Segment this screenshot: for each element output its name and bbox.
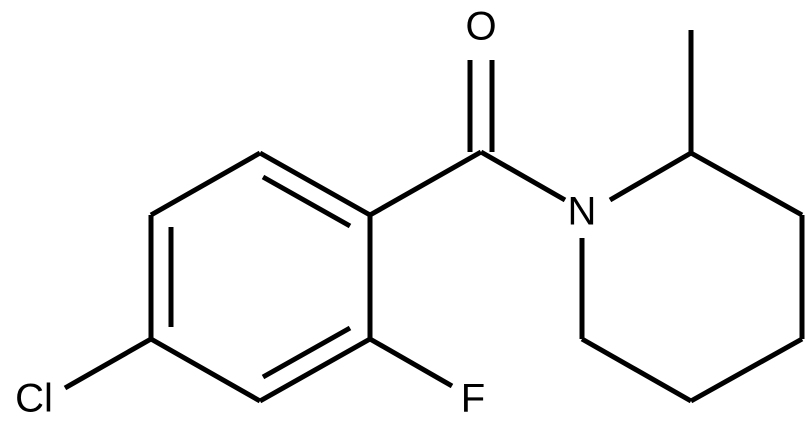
bond-chlorine (63, 336, 153, 391)
atom-label-oxygen: O (465, 5, 496, 49)
bond-c5-c6 (580, 336, 693, 404)
atom-label-chlorine: Cl (15, 377, 53, 421)
bond-c2-c3 (689, 150, 804, 218)
bond-ring-inner-2 (261, 325, 352, 380)
bond-ring-c3-c4 (258, 336, 372, 404)
bond-c4-c5 (689, 336, 804, 404)
bond-aryl-carbonyl (368, 149, 483, 218)
bond-n-c2 (608, 150, 693, 203)
bond-carbonyl-nitrogen (479, 149, 567, 203)
bond-ring-c6-c1 (149, 150, 262, 218)
bond-ring-c1-c2 (258, 150, 372, 218)
bond-ring-c4-c5 (149, 336, 262, 404)
bond-ring-inner-1 (261, 174, 352, 229)
atom-label-fluorine: F (461, 377, 485, 421)
bond-fluorine (368, 336, 454, 389)
atom-label-nitrogen: N (568, 190, 597, 234)
